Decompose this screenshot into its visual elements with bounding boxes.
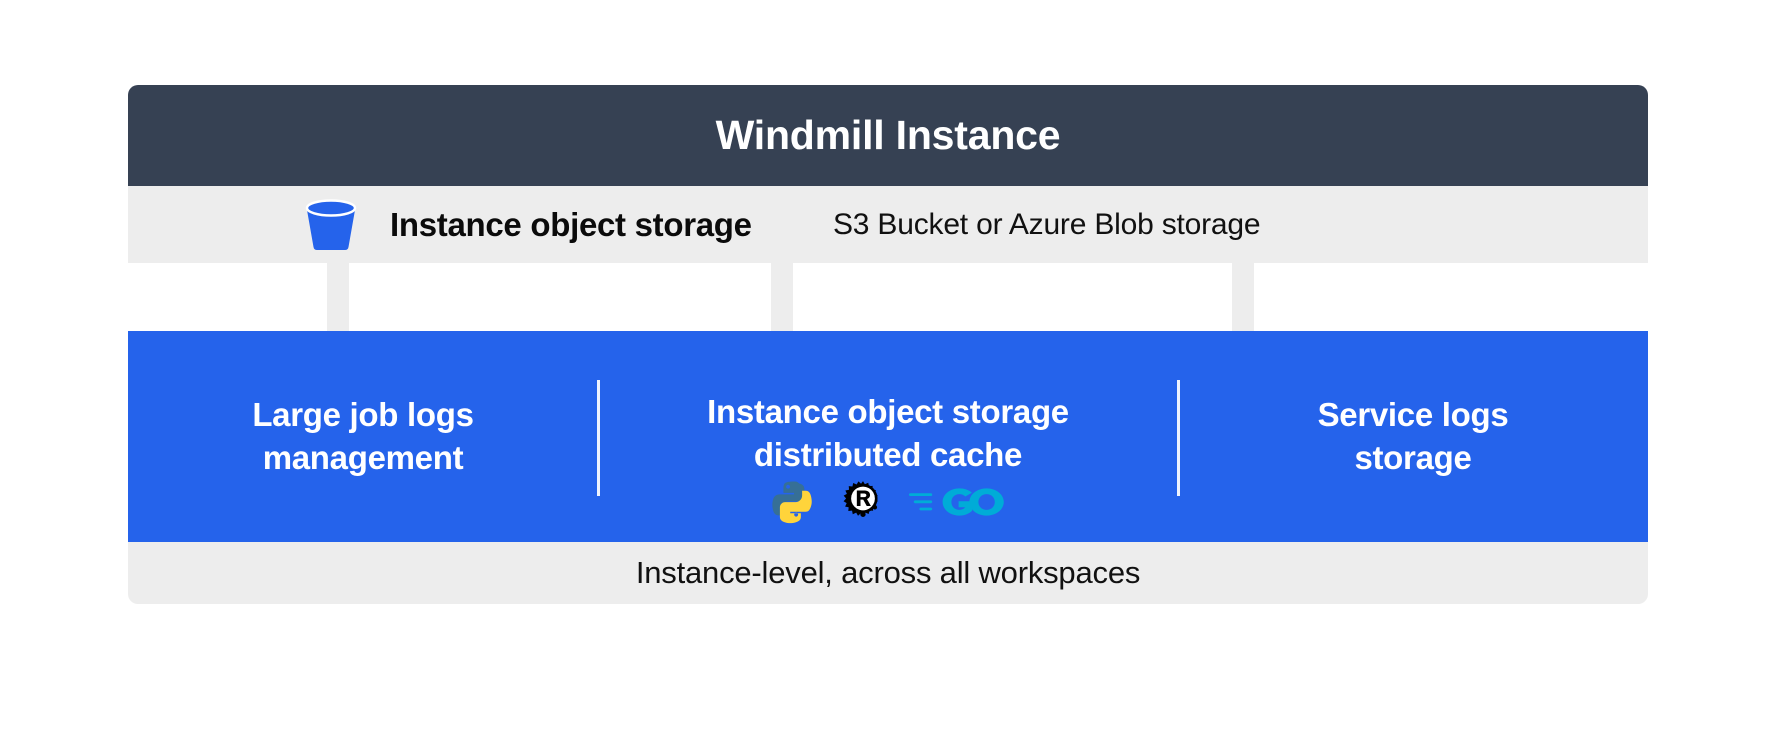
- column-divider: [1177, 380, 1180, 496]
- connector-arrow-middle: [751, 263, 813, 367]
- bucket-icon: [300, 192, 362, 254]
- column-divider: [597, 380, 600, 496]
- connector-arrow-left: [307, 263, 369, 367]
- page-title: Windmill Instance: [715, 112, 1061, 158]
- footer-bar: Instance-level, across all workspaces: [128, 542, 1648, 604]
- rust-logo: [841, 480, 885, 529]
- header-bar: Windmill Instance: [128, 85, 1648, 186]
- python-logo: [771, 479, 817, 530]
- features-panel: Large job logs management Instance objec…: [128, 331, 1648, 542]
- connector-arrows: [128, 263, 1648, 367]
- instance-object-storage-row: Instance object storage S3 Bucket or Azu…: [128, 186, 1648, 263]
- instance-object-storage-label: Instance object storage: [390, 205, 752, 243]
- feature-column-service-logs: Service logs storage: [1178, 331, 1648, 542]
- windmill-instance-diagram: Windmill Instance Instance object storag…: [128, 85, 1648, 659]
- instance-object-storage-sublabel: S3 Bucket or Azure Blob storage: [833, 207, 1261, 241]
- feature-title: Service logs storage: [1317, 396, 1509, 476]
- language-logos: [598, 479, 1178, 529]
- footer-text: Instance-level, across all workspaces: [635, 555, 1141, 590]
- feature-title: Instance object storage distributed cach…: [707, 393, 1069, 473]
- feature-column-large-job-logs: Large job logs management: [128, 331, 598, 542]
- connector-arrow-right: [1212, 263, 1274, 367]
- feature-title: Large job logs management: [252, 396, 474, 476]
- feature-column-distributed-cache: Instance object storage distributed cach…: [598, 331, 1178, 542]
- go-logo: [909, 482, 1005, 527]
